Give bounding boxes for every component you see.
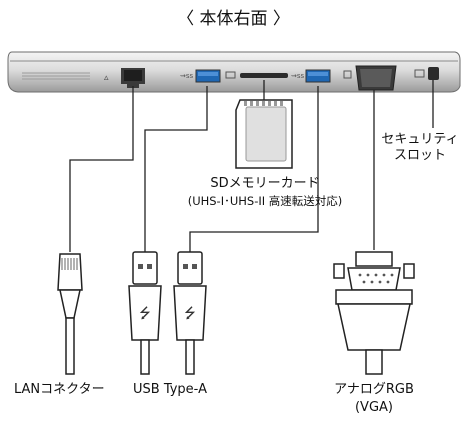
- svg-text:⭍: ⭍: [184, 306, 196, 322]
- usb-plug-icon: ⭍: [128, 251, 162, 375]
- sd-slot-icon: [225, 71, 288, 79]
- svg-text:⇝ss: ⇝ss: [180, 72, 194, 80]
- rj45-plug-icon: [57, 253, 83, 375]
- security-slot-icon: [414, 67, 439, 80]
- usb-port-icon: ⇝ss: [180, 69, 221, 83]
- usb-port-icon: ⇝ss: [291, 69, 331, 83]
- page-title: 〈 本体右面 〉: [177, 9, 290, 29]
- security-slot-label: セキュリティ スロット: [381, 132, 459, 163]
- svg-text:▵: ▵: [104, 73, 109, 83]
- vga-port-icon: [343, 65, 397, 91]
- usb-label: USB Type-A: [133, 382, 207, 397]
- vga-note: (VGA): [354, 400, 393, 415]
- vga-plug-icon: [333, 251, 415, 375]
- vga-label: アナログRGB: [334, 382, 414, 397]
- leader-lines: [69, 80, 434, 252]
- sd-card-note: (UHS-I･UHS-II 高速転送対応): [187, 194, 343, 208]
- lan-label: LANコネクター: [14, 382, 105, 397]
- svg-text:⭍: ⭍: [139, 306, 151, 322]
- svg-text:⇝ss: ⇝ss: [291, 72, 305, 80]
- usb-plug-icon: ⭍: [173, 251, 207, 375]
- sd-card-label: SDメモリーカード: [210, 176, 320, 191]
- sd-card-icon: [235, 99, 293, 169]
- lan-port-icon: ▵: [104, 68, 145, 88]
